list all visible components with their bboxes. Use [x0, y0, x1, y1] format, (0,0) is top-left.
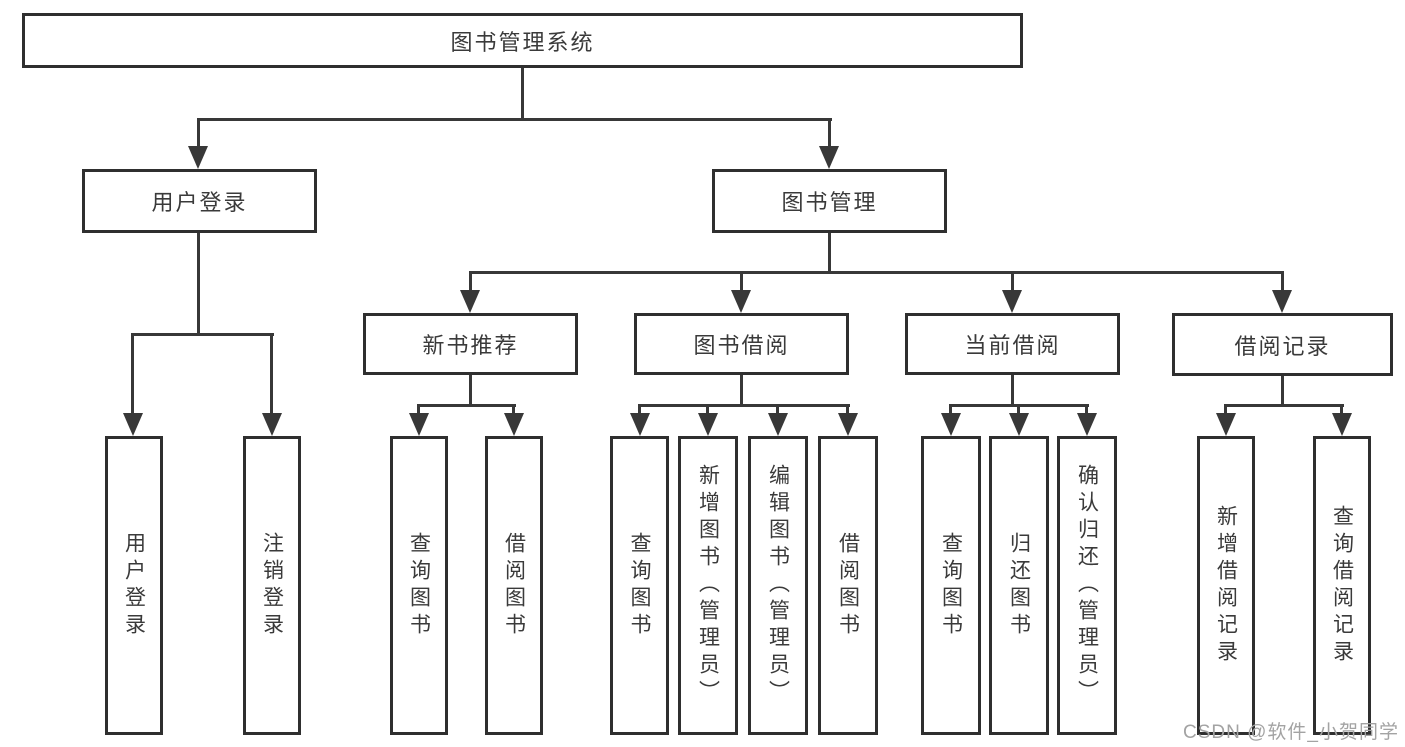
- arrow-down-icon: [262, 413, 282, 436]
- leaf-borrow-edit-books-admin: 编辑图书（管理员）: [748, 436, 808, 735]
- connector-line: [1011, 375, 1014, 407]
- arrow-down-icon: [941, 413, 961, 436]
- arrow-down-icon: [1077, 413, 1097, 436]
- arrow-down-icon: [819, 146, 839, 169]
- leaf-records-query-record: 查询借阅记录: [1313, 436, 1371, 735]
- arrow-down-icon: [188, 146, 208, 169]
- leaf-borrow-add-books-admin: 新增图书（管理员）: [678, 436, 738, 735]
- node-book-management: 图书管理: [712, 169, 947, 233]
- node-borrow-records: 借阅记录: [1172, 313, 1393, 376]
- connector-line: [469, 271, 1284, 274]
- leaf-current-return-books: 归还图书: [989, 436, 1049, 735]
- arrow-down-icon: [123, 413, 143, 436]
- connector-line: [1224, 404, 1344, 407]
- leaf-recommend-borrow-books: 借阅图书: [485, 436, 543, 735]
- connector-line: [417, 404, 516, 407]
- csdn-watermark: CSDN @软件_小贺同学: [1183, 722, 1399, 743]
- arrow-down-icon: [630, 413, 650, 436]
- connector-line: [706, 404, 709, 416]
- leaf-logout: 注销登录: [243, 436, 301, 735]
- connector-line: [776, 404, 779, 416]
- connector-line: [638, 404, 850, 407]
- connector-line: [521, 68, 524, 121]
- leaf-recommend-query-books: 查询图书: [390, 436, 448, 735]
- arrow-down-icon: [731, 290, 751, 313]
- connector-line: [131, 333, 274, 336]
- connector-line: [1011, 271, 1014, 293]
- connector-line: [740, 375, 743, 407]
- node-new-book-recommend: 新书推荐: [363, 313, 578, 375]
- arrow-down-icon: [409, 413, 429, 436]
- node-root: 图书管理系统: [22, 13, 1023, 68]
- connector-line: [1281, 376, 1284, 407]
- connector-line: [638, 404, 641, 416]
- connector-line: [270, 333, 273, 415]
- leaf-borrow-borrow-books: 借阅图书: [818, 436, 878, 735]
- arrow-down-icon: [768, 413, 788, 436]
- leaf-user-login: 用户登录: [105, 436, 163, 735]
- arrow-down-icon: [698, 413, 718, 436]
- arrow-down-icon: [1216, 413, 1236, 436]
- node-current-borrow: 当前借阅: [905, 313, 1120, 375]
- node-book-borrow: 图书借阅: [634, 313, 849, 375]
- leaf-records-add-record: 新增借阅记录: [1197, 436, 1255, 735]
- connector-line: [828, 118, 831, 148]
- connector-line: [1017, 404, 1020, 416]
- connector-line: [1085, 404, 1088, 416]
- arrow-down-icon: [1009, 413, 1029, 436]
- connector-line: [1281, 271, 1284, 293]
- connector-line: [469, 375, 472, 407]
- connector-line: [131, 333, 134, 415]
- arrow-down-icon: [460, 290, 480, 313]
- connector-line: [512, 404, 515, 416]
- connector-line: [469, 271, 472, 293]
- connector-line: [197, 118, 832, 121]
- node-user-login: 用户登录: [82, 169, 317, 233]
- connector-line: [197, 118, 200, 148]
- leaf-current-query-books: 查询图书: [921, 436, 981, 735]
- connector-line: [417, 404, 420, 416]
- connector-line: [197, 233, 200, 336]
- arrow-down-icon: [1272, 290, 1292, 313]
- connector-line: [1340, 404, 1343, 416]
- arrow-down-icon: [838, 413, 858, 436]
- arrow-down-icon: [1002, 290, 1022, 313]
- connector-line: [740, 271, 743, 293]
- connector-line: [1224, 404, 1227, 416]
- connector-line: [828, 233, 831, 274]
- leaf-borrow-query-books: 查询图书: [610, 436, 669, 735]
- connector-line: [846, 404, 849, 416]
- leaf-current-confirm-return-admin: 确认归还（管理员）: [1057, 436, 1117, 735]
- arrow-down-icon: [1332, 413, 1352, 436]
- arrow-down-icon: [504, 413, 524, 436]
- connector-line: [949, 404, 952, 416]
